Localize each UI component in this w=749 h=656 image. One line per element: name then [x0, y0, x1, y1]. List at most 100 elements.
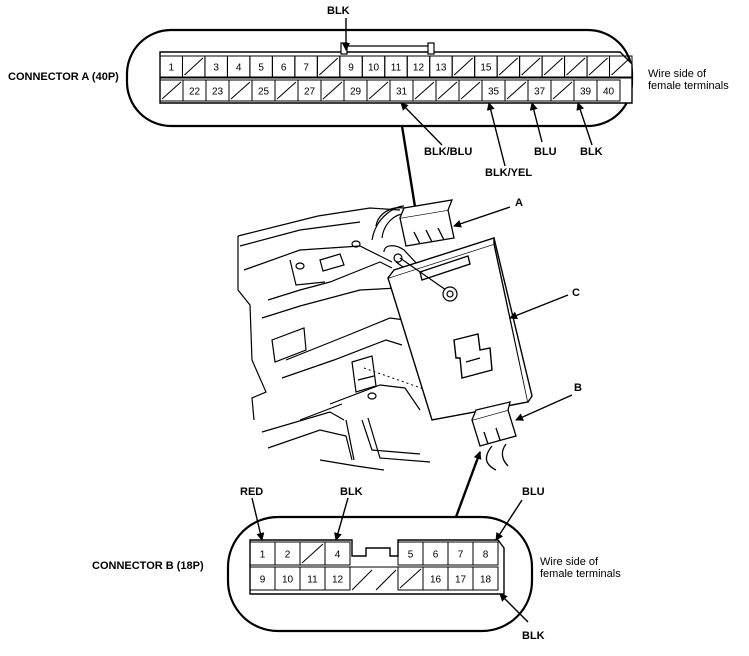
conn-b-center-slash-1 — [375, 569, 397, 591]
conn-b-pin-tl-3: 4 — [335, 550, 341, 561]
conn-a-top-pin-9: 9 — [348, 63, 354, 74]
conn-a-top-pin-2-unused-slash — [184, 57, 204, 76]
wire-label-pin9: BLK — [327, 5, 350, 17]
connector-b-note-2: female terminals — [540, 568, 621, 580]
conn-a-bottom-pin-40: 40 — [603, 87, 615, 98]
leader-pin4 — [334, 497, 349, 541]
conn-b-pin-tl-0: 1 — [260, 550, 266, 561]
conn-a-bottom-pin-21-unused-slash — [161, 81, 182, 100]
conn-a-top-pin-13: 13 — [435, 63, 447, 74]
conn-b-pin-br-0-unused-slash — [399, 568, 422, 589]
conn-a-top-pin-8-unused-slash — [318, 57, 339, 76]
callout-b: B — [574, 382, 582, 394]
connector-a-note-2: female terminals — [648, 80, 729, 92]
conn-a-top-pin-1: 1 — [168, 63, 174, 74]
leader-pin37 — [529, 102, 543, 143]
wire-label-pin18: BLK — [522, 630, 545, 642]
conn-a-bottom-pin-36-unused-slash — [506, 81, 527, 100]
conn-b-pin-br-3-box — [472, 566, 499, 591]
wire-label-pin8: BLU — [522, 486, 545, 498]
arrow-to-plug-b — [454, 451, 482, 518]
conn-b-pin-tl-1: 2 — [285, 550, 291, 561]
conn-a-bottom-pin-38-unused-slash — [552, 81, 573, 100]
conn-a-bottom-pin-22: 22 — [189, 87, 201, 98]
callout-c: C — [572, 287, 580, 299]
callout-b-line — [515, 394, 573, 421]
conn-b-pin-tr-2: 7 — [458, 550, 464, 561]
conn-a-bottom-pin-34-unused-slash — [460, 81, 481, 100]
conn-a-bottom-pin-23: 23 — [212, 87, 224, 98]
connector-a-note-1: Wire side of — [648, 68, 707, 80]
conn-b-pin-tl-3-box — [324, 541, 351, 566]
connector-b-note-1: Wire side of — [540, 556, 599, 568]
leader-pin1 — [251, 497, 265, 541]
wire-label-pin31: BLK/BLU — [424, 146, 473, 158]
conn-a-bottom-pin-26-unused-slash — [276, 81, 297, 100]
leader-pin31 — [400, 102, 443, 146]
conn-b-pin-bl-1: 10 — [282, 575, 294, 586]
callout-a: A — [515, 197, 523, 209]
conn-b-pin-br-3: 18 — [480, 575, 492, 586]
conn-a-top-pin-17-unused-slash — [521, 57, 541, 76]
conn-a-bottom-pin-37: 37 — [534, 87, 546, 98]
conn-a-top-pin-3: 3 — [213, 63, 219, 74]
dashboard-drawing — [237, 205, 431, 471]
conn-b-pin-tr-0: 5 — [408, 550, 414, 561]
wire-label-pin1: RED — [240, 486, 264, 498]
control-unit — [387, 237, 533, 421]
conn-a-top-pin-21-box — [609, 55, 633, 78]
leader-pin35 — [486, 102, 506, 167]
conn-a-bottom-pin-40-box — [596, 79, 621, 102]
conn-a-bottom-pin-24-unused-slash — [230, 81, 251, 100]
plug-b — [471, 401, 517, 471]
conn-a-top-pin-4: 4 — [236, 63, 242, 74]
conn-a-top-pin-16-unused-slash — [498, 57, 518, 76]
wire-label-pin37: BLU — [534, 146, 557, 158]
connector-a-title: CONNECTOR A (40P) — [8, 71, 119, 83]
callout-c-line — [509, 294, 569, 320]
conn-a-bottom-pin-31: 31 — [396, 87, 408, 98]
conn-b-pin-bl-0: 9 — [260, 575, 266, 586]
conn-a-top-pin-19-unused-slash — [566, 57, 586, 76]
leader-pin18 — [499, 593, 529, 623]
plug-a — [375, 199, 455, 247]
conn-b-pin-bl-2: 11 — [307, 575, 318, 586]
conn-a-bottom-pin-32-unused-slash — [414, 81, 435, 100]
conn-b-center-slash-0 — [351, 569, 373, 591]
conn-a-bottom-pin-30-unused-slash — [368, 81, 389, 100]
conn-b-pin-tr-3: 8 — [483, 550, 489, 561]
conn-a-top-pin-18-unused-slash — [543, 57, 563, 76]
leader-pin39 — [576, 102, 593, 146]
conn-a-top-pin-20-unused-slash — [588, 57, 608, 76]
mounting-bolt — [399, 257, 458, 302]
wire-label-pin35: BLK/YEL — [485, 167, 533, 179]
connector-b-title: CONNECTOR B (18P) — [92, 560, 204, 572]
conn-a-top-pin-12: 12 — [413, 63, 425, 74]
conn-a-bottom-pin-35: 35 — [488, 87, 500, 98]
conn-b-pin-tl-2-unused-slash — [301, 543, 324, 564]
conn-a-top-pin-21-unused-slash — [611, 57, 631, 76]
conn-b-pin-tr-3-box — [472, 541, 499, 566]
conn-a-top-pin-11: 11 — [391, 63, 402, 74]
conn-a-top-pin-10: 10 — [368, 63, 380, 74]
conn-a-bottom-pin-33-unused-slash — [437, 81, 458, 100]
conn-a-bottom-pin-28-unused-slash — [322, 81, 343, 100]
conn-a-bottom-pin-25: 25 — [258, 87, 270, 98]
conn-a-top-pin-7: 7 — [303, 63, 309, 74]
connector-b-outline — [226, 515, 534, 633]
conn-b-pin-bl-3-box — [324, 566, 351, 591]
conn-a-top-pin-15: 15 — [480, 63, 492, 74]
conn-a-top-pin-6: 6 — [281, 63, 287, 74]
conn-b-pin-bl-3: 12 — [332, 575, 344, 586]
conn-b-pin-br-2: 17 — [455, 575, 467, 586]
conn-b-pin-br-1: 16 — [430, 575, 442, 586]
wire-label-pin39: BLK — [580, 146, 603, 158]
callout-a-line — [453, 206, 511, 228]
conn-a-top-pin-14-unused-slash — [453, 57, 474, 76]
conn-a-top-pin-5: 5 — [258, 63, 264, 74]
conn-b-pin-tr-1: 6 — [433, 550, 439, 561]
conn-a-bottom-pin-39: 39 — [580, 87, 592, 98]
wire-label-pin4: BLK — [340, 486, 363, 498]
